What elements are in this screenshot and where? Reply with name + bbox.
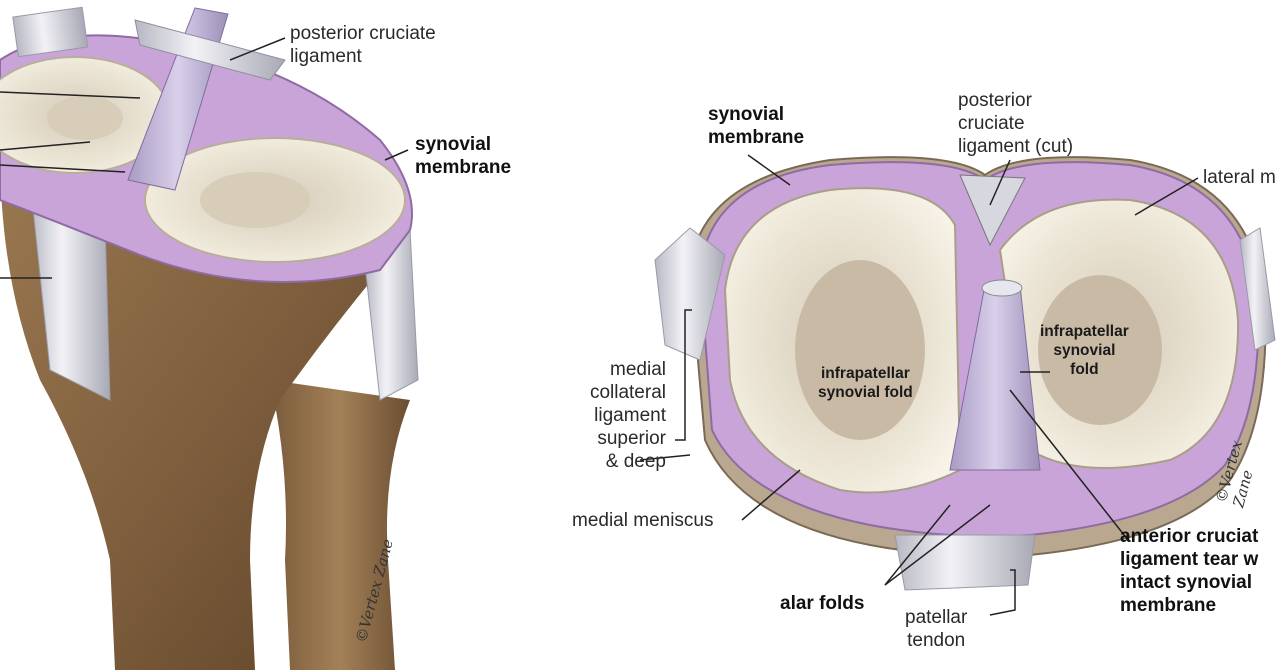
lateral-meniscus-label: lateral m — [1203, 167, 1276, 188]
patellar-tendon-label: patellar tendon — [905, 607, 968, 651]
medial-meniscus-label: medial meniscus — [572, 510, 714, 531]
infrapatellar-fold-left-label: infrapatellar synovial fold — [818, 365, 913, 401]
pcl-left — [134, 19, 286, 81]
mcl-label: medial collateral ligament superior & de… — [589, 359, 666, 472]
pcl-cut — [959, 174, 1026, 247]
fibula — [270, 380, 410, 670]
left-knee-illustration — [0, 6, 419, 670]
right-pcl-cut-label: posterior cruciate ligament (cut) — [958, 90, 1074, 157]
patellar-tendon — [894, 534, 1036, 591]
right-synovial-label: synovial membrane — [708, 104, 805, 148]
left-synovial-label: synovial membrane — [415, 134, 512, 178]
alar-folds-label: alar folds — [780, 593, 865, 614]
mcl-right — [654, 227, 726, 361]
right-tibial-plateau-illustration — [639, 154, 1276, 616]
acl-tear-label: anterior cruciat ligament tear w intact … — [1120, 526, 1259, 616]
left-pcl-label: posterior cruciate ligament — [290, 23, 436, 67]
infrapatellar-fold-right-label: infrapatellar synovial fold — [1040, 323, 1129, 378]
